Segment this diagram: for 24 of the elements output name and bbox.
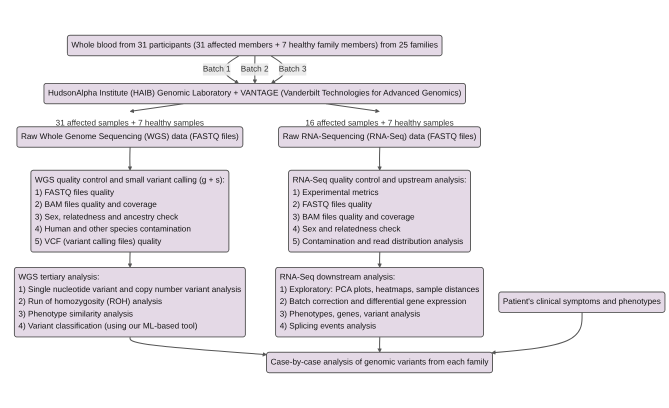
edge-label: Batch 1: [202, 63, 231, 76]
arrow: [128, 147, 132, 171]
process-box: HudsonAlpha Institute (HAIB) Genomic Laboratory + VANTAGE (Vanderbilt Technologies for Advanced Genomics): [44, 82, 466, 104]
sample-count-label: 31 affected samples + 7 healthy samples: [56, 118, 204, 128]
process-box: Patient's clinical symptoms and phenotypes: [498, 292, 666, 313]
process-box: Raw RNA-Sequencing (RNA-Seq) data (FASTQ files): [278, 126, 481, 148]
process-box: Raw Whole Genome Sequencing (WGS) data (FASTQ files): [16, 126, 244, 148]
process-box: Case-by-case analysis of genomic variants from each family: [266, 352, 493, 374]
arrow: [326, 103, 380, 114]
process-box: WGS tertiary analysis: 1) Single nucleotide variant and copy number variant analysis 2) Run of homozygosity (ROH) analysis 3) Phenotype similarity analysis 4) Variant classification (using our ML-based tool): [14, 267, 246, 338]
arrow: [377, 147, 382, 171]
process-box: RNA-Seq quality control and upstream analysis: 1) Experimental metrics 2) FASTQ files quality 3) BAM files quality and coverage 4) Sex and relatedness check 5) Contamination and read distribution analysis: [288, 170, 471, 252]
edge-label: Batch 2: [240, 63, 269, 76]
arrow: [377, 337, 382, 353]
arrow: [130, 337, 268, 357]
process-box: WGS quality control and small variant calling (g + s): 1) FASTQ files quality 2) BAM files quality and coverage 3) Sex, relatedness and ancestry check 4) Human and other species contamination 5) VCF (variant calling files) quality: [30, 170, 230, 252]
sample-count-label: 16 affected samples + 7 healthy samples: [305, 118, 454, 128]
arrow: [377, 252, 382, 268]
arrow: [491, 312, 583, 355]
edge-label: Batch 3: [278, 63, 307, 76]
process-box: RNA-Seq downstream analysis: 1) Exploratory: PCA plots, heatmaps, sample distances 2) Batch correction and differential gene expression 3) Phenotypes, genes, variant analysis 4) Splicing events analysis: [275, 267, 484, 338]
arrow: [128, 252, 132, 268]
arrow: [130, 103, 184, 114]
process-box: Whole blood from 31 participants (31 affected members + 7 healthy family members) from 25 families: [66, 34, 442, 56]
